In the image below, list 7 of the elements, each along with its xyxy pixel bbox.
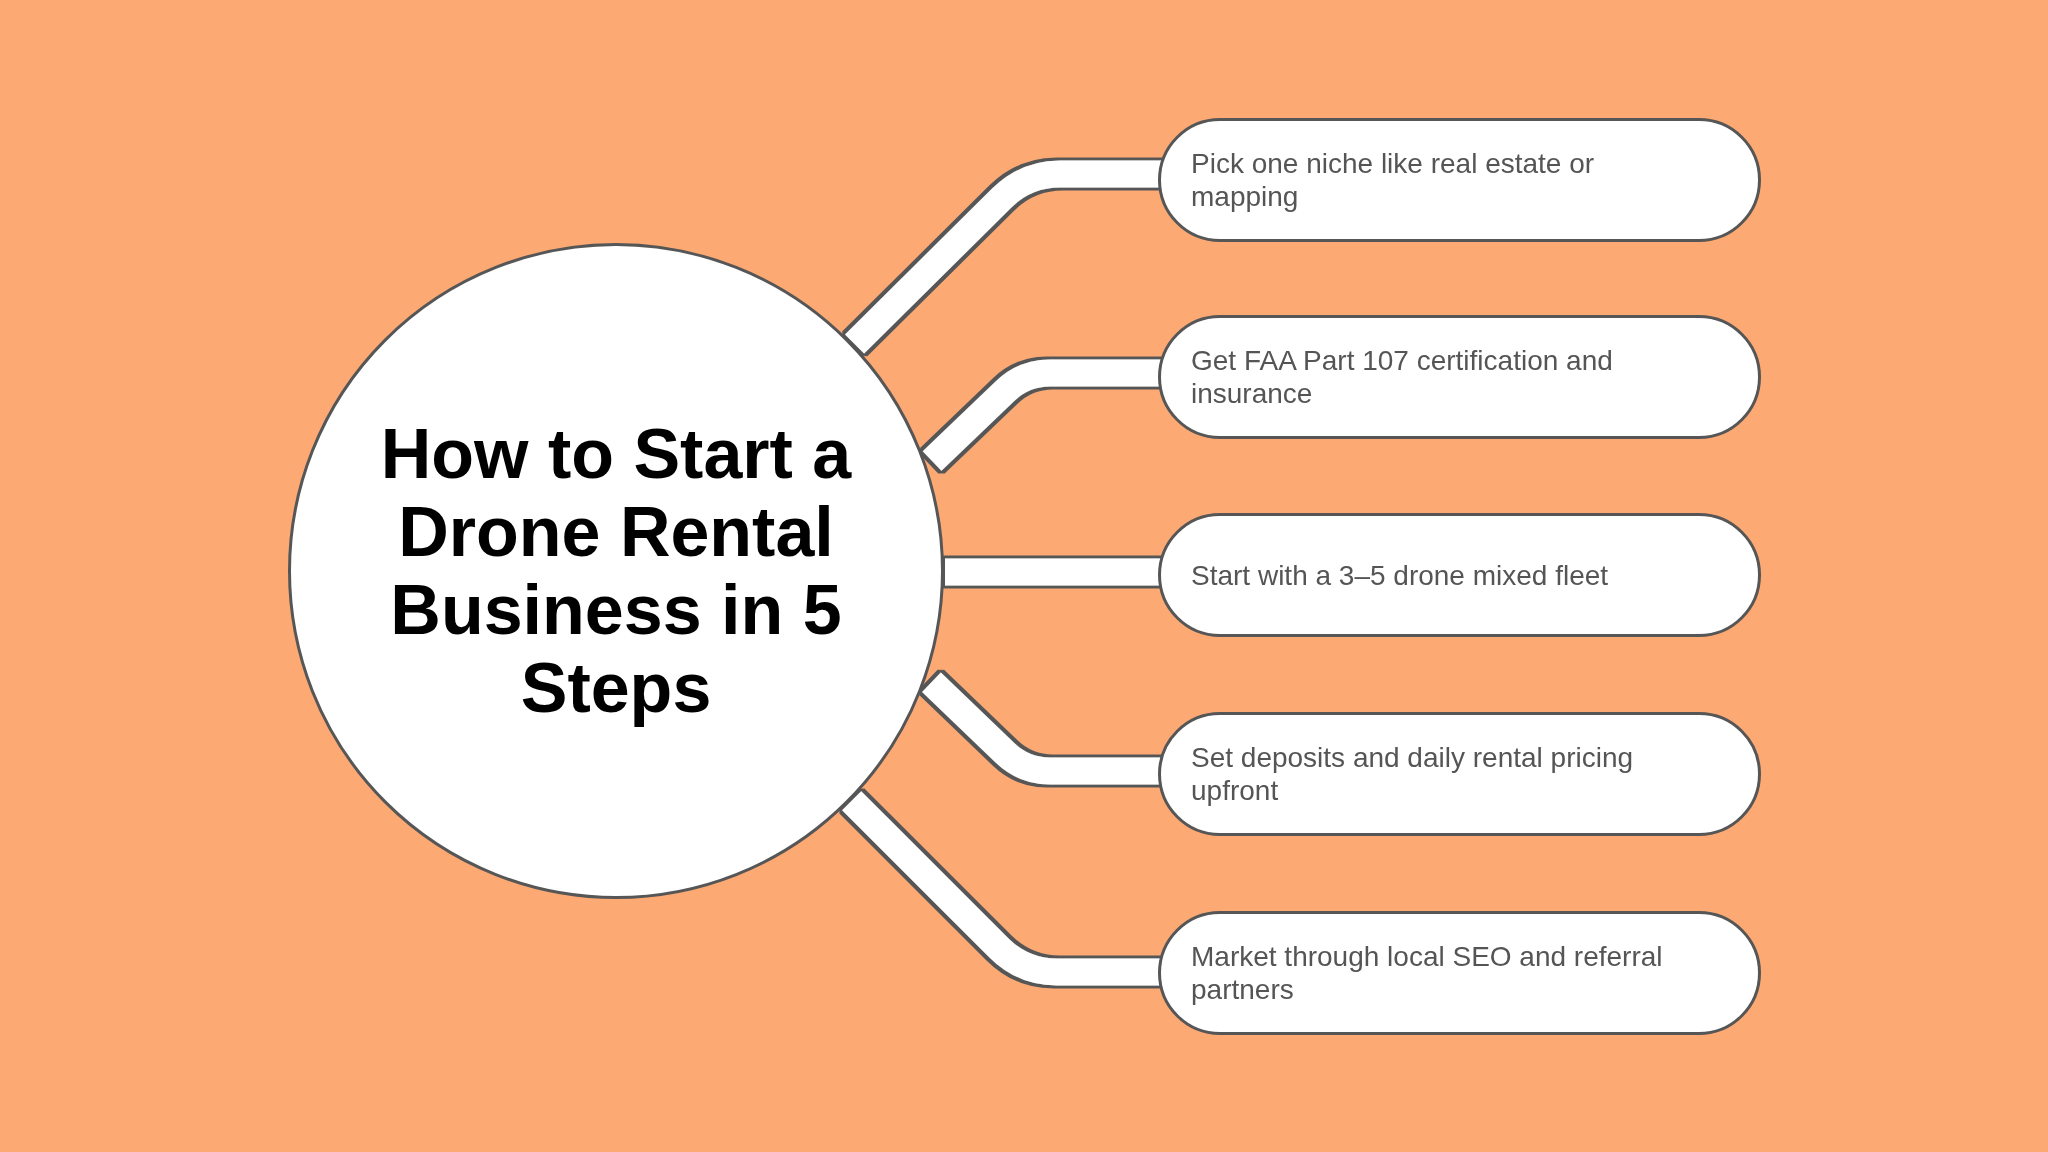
step-text: Start with a 3–5 drone mixed fleet bbox=[1191, 558, 1609, 592]
connector-tube bbox=[945, 558, 1162, 586]
step-text: Get FAA Part 107 certification and insurance bbox=[1191, 344, 1614, 410]
title-text: How to Start a Drone Rental Business in 5 Steps bbox=[379, 415, 853, 727]
step-text: Pick one niche like real estate or mapping bbox=[1191, 147, 1596, 213]
step-text: Market through local SEO and referral partners bbox=[1191, 940, 1664, 1006]
step-text: Set deposits and daily rental pricing upfront bbox=[1191, 741, 1635, 807]
